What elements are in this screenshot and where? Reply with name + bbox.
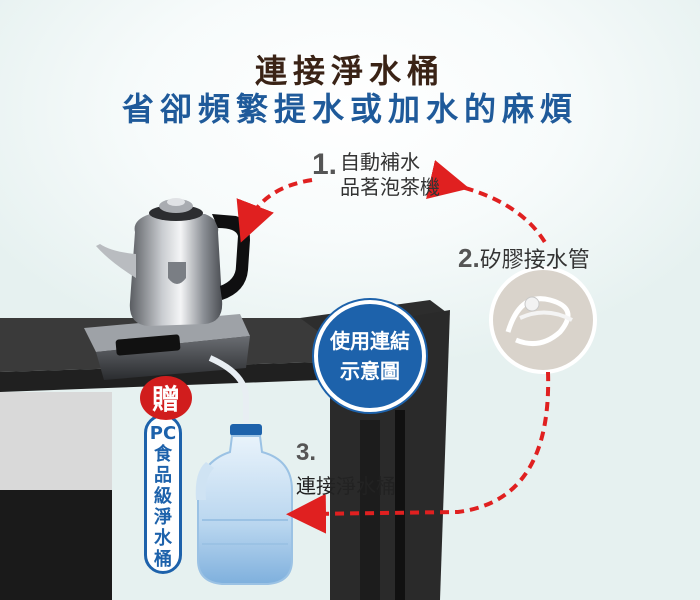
bubble-line1: 使用連結: [330, 329, 410, 353]
step-1-text: 自動補水 品茗泡茶機: [340, 150, 440, 200]
bubble-line2: 示意圖: [340, 359, 400, 383]
headline-line2: 省卻頻繁提水或加水的麻煩: [121, 90, 578, 128]
gift-tag-char: 桶: [154, 549, 172, 570]
kettle-image: [84, 198, 250, 380]
water-jug-image: [195, 424, 293, 585]
gift-tag-char: PC: [149, 423, 177, 444]
step-1-number: 1.: [312, 148, 338, 181]
step-1-line1: 自動補水: [340, 150, 420, 174]
step-2-number: 2.: [458, 243, 480, 273]
gift-tag-char: 食: [154, 444, 172, 465]
gift-tag-char: 淨: [154, 507, 172, 528]
step-3-text: 連接淨水桶: [296, 474, 396, 498]
step-1-line2: 品茗泡茶機: [340, 175, 440, 199]
gift-tag: PC 食 品 級 淨 水 桶: [144, 414, 182, 574]
gift-badge-text: 贈: [140, 376, 192, 420]
headline-line1: 連接淨水桶: [254, 52, 445, 90]
gift-tag-char: 水: [154, 528, 172, 549]
cabinet: [0, 300, 450, 600]
step-2-label: 2.矽膠接水管: [458, 242, 590, 274]
red-dashed-arrow: [236, 160, 551, 534]
gift-tag-char: 級: [154, 486, 172, 507]
usage-diagram-bubble: 使用連結 示意圖: [314, 300, 426, 412]
step-3-label: 3. 連接淨水桶: [296, 440, 396, 499]
water-tube: [208, 355, 249, 428]
step-2-text: 矽膠接水管: [479, 248, 590, 273]
silicone-tube-image: [489, 266, 597, 374]
gift-tag-char: 品: [154, 465, 172, 486]
gift-badge: 贈: [140, 376, 192, 420]
step-3-number: 3.: [296, 439, 317, 466]
